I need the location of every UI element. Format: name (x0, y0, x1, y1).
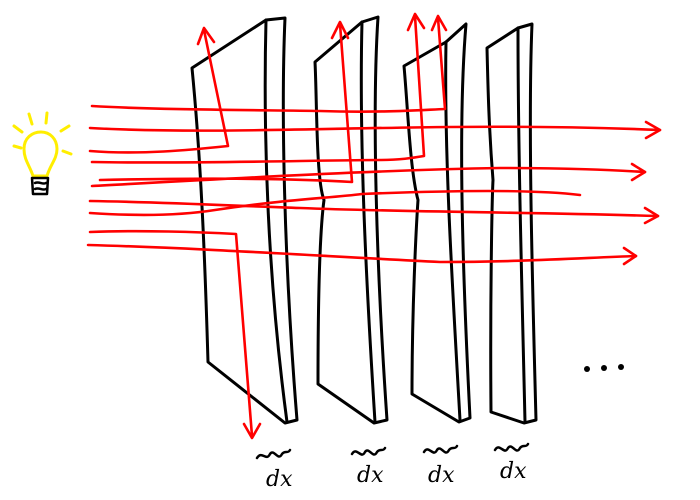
light-ray (90, 12, 426, 164)
light-bulb-icon (12, 111, 73, 178)
thickness-label: dx (500, 459, 527, 484)
slab-layer (485, 22, 538, 425)
light-ray (90, 162, 647, 188)
light-ray (86, 243, 638, 266)
slab-layer (190, 16, 299, 425)
thickness-squiggle (493, 442, 530, 452)
thickness-squiggle (255, 448, 292, 460)
slab-layer (313, 15, 389, 425)
light-ray (90, 14, 448, 113)
slab-layer (402, 22, 472, 424)
thickness-label: dx (266, 467, 293, 492)
bulb-glow-ray (59, 124, 71, 133)
bulb-glow-ray (12, 144, 23, 150)
light-ray (88, 189, 582, 217)
bulb-glow-ray (44, 111, 49, 125)
light-ray (88, 199, 660, 225)
continuation-ellipsis (584, 364, 624, 372)
bulb-glow-ray (27, 112, 34, 126)
thickness-squiggle (422, 444, 459, 454)
thickness-squiggle (350, 446, 387, 456)
light-ray (88, 229, 262, 440)
light-ray (88, 120, 662, 140)
bulb-glow-ray (61, 149, 73, 156)
thickness-label: dx (428, 463, 455, 488)
bulb-glass (22, 130, 59, 178)
bulb-glow-ray (12, 124, 24, 134)
thickness-label: dx (357, 463, 384, 488)
light-ray (88, 26, 230, 154)
bulb-base (30, 176, 50, 196)
